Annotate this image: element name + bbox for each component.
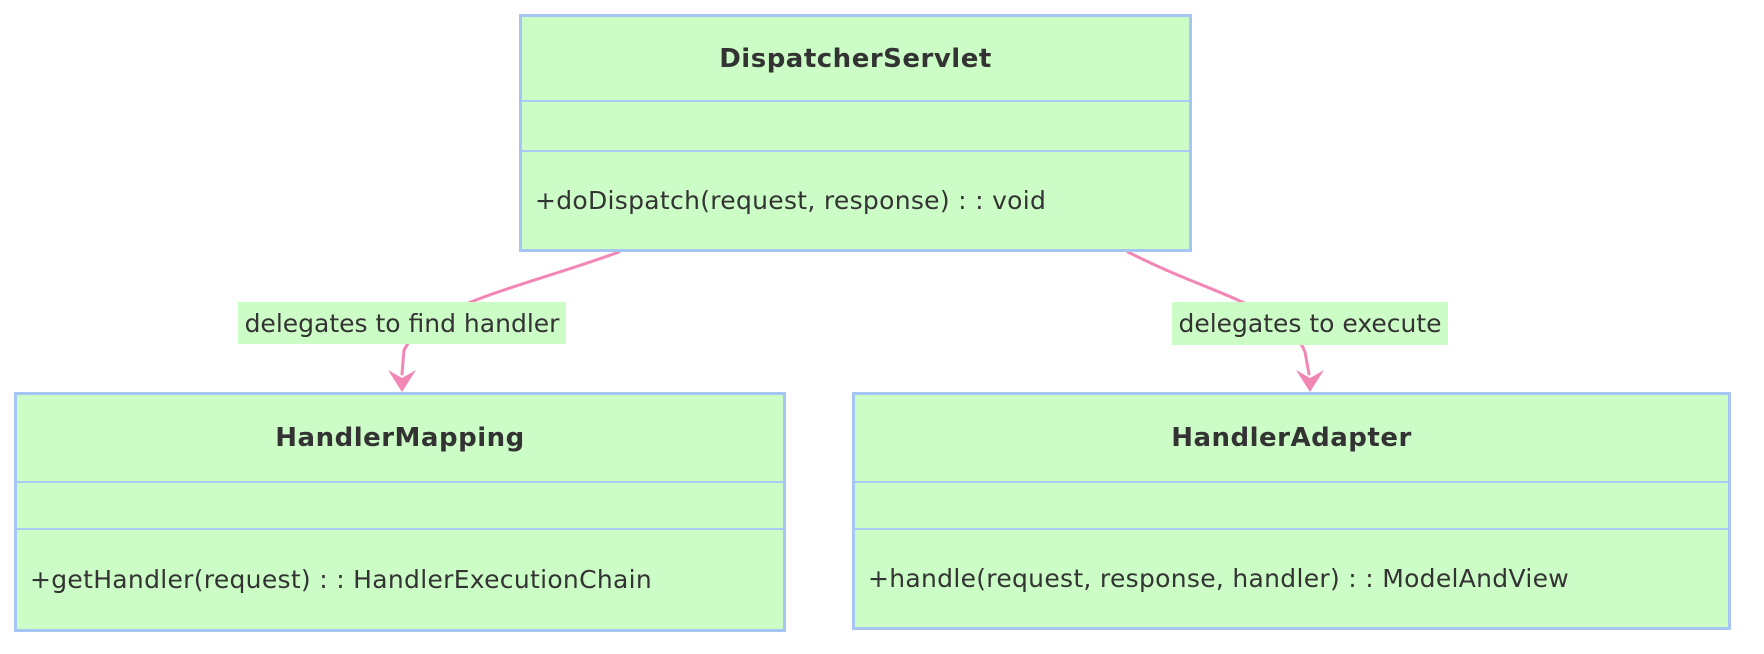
class-attributes-dispatcherservlet — [522, 102, 1189, 152]
class-box-dispatcherservlet: DispatcherServlet +doDispatch(request, r… — [519, 14, 1192, 252]
class-title-handleradapter: HandlerAdapter — [855, 395, 1728, 483]
class-method-dodispatch: +doDispatch(request, response) : : void — [535, 186, 1047, 215]
class-title-handlermapping: HandlerMapping — [17, 395, 783, 483]
edge-label-delegates-to-execute: delegates to execute — [1172, 302, 1448, 345]
arrowhead-to-handleradapter-icon — [1296, 370, 1324, 392]
class-attributes-handleradapter — [855, 483, 1728, 530]
class-title-dispatcherservlet: DispatcherServlet — [522, 17, 1189, 102]
class-method-gethandler: +getHandler(request) : : HandlerExecutio… — [30, 565, 652, 594]
class-box-handlermapping: HandlerMapping +getHandler(request) : : … — [14, 392, 786, 632]
class-method-handle: +handle(request, response, handler) : : … — [868, 564, 1569, 593]
arrowhead-to-handlermapping-icon — [388, 370, 416, 392]
class-attributes-handlermapping — [17, 483, 783, 530]
class-box-handleradapter: HandlerAdapter +handle(request, response… — [852, 392, 1731, 630]
edge-label-delegates-to-find-handler: delegates to find handler — [238, 302, 566, 344]
